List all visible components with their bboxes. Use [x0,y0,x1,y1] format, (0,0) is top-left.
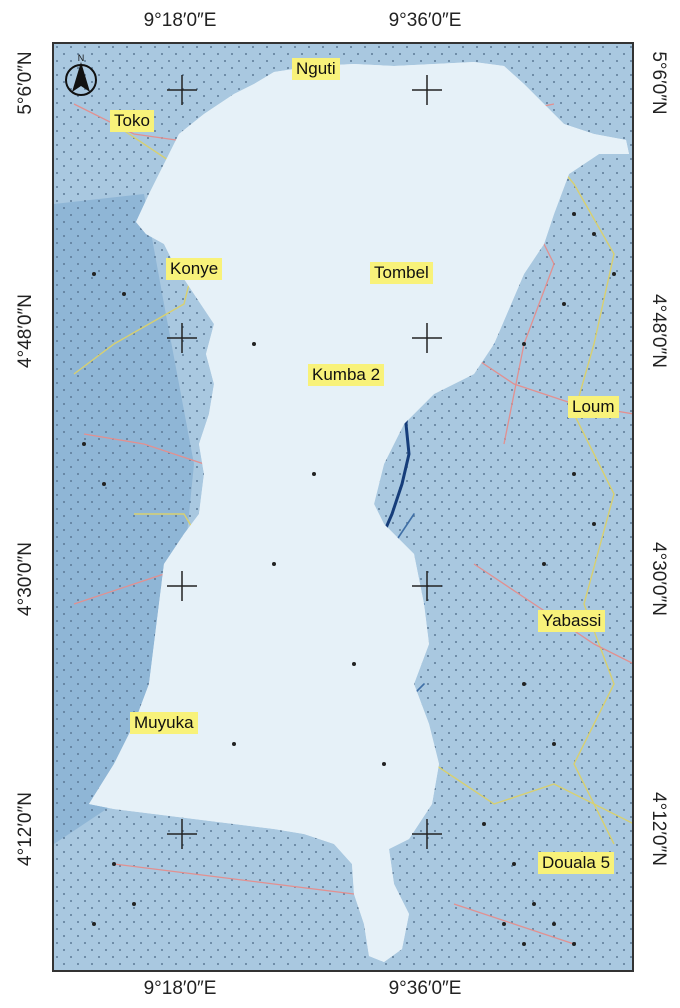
label-konye: Konye [166,258,223,280]
right-lat-label-2: 4°48′0″N [648,294,669,368]
map-frame: N Nguti Toko Konye Tombel Kumba 2 Loum Y… [52,42,634,972]
bottom-lon-label-1: 9°18′0″E [143,978,217,999]
top-lon-label-1: 9°18′0″E [143,10,217,31]
label-nguti: Nguti [292,58,340,80]
left-lat-label-3: 4°30′0″N [15,542,36,616]
label-tombel: Tombel [370,262,433,284]
top-lon-label-2: 9°36′0″E [388,10,462,31]
label-douala5: Douala 5 [538,852,615,874]
label-muyuka: Muyuka [130,712,198,734]
right-lat-label-1: 5°6′0″N [648,51,669,115]
north-arrow-letter: N [78,53,85,63]
left-lat-label-1: 5°6′0″N [15,51,36,115]
graticule-crosses [167,75,442,849]
right-lat-label-3: 4°30′0″N [648,542,669,616]
right-lat-label-4: 4°12′0″N [648,792,669,866]
left-lat-label-2: 4°48′0″N [15,294,36,368]
settlement-points [82,212,616,946]
left-lat-label-4: 4°12′0″N [15,792,36,866]
basin-map [54,44,632,970]
label-yabassi: Yabassi [538,610,606,632]
label-kumba2: Kumba 2 [308,364,385,386]
bottom-lon-label-2: 9°36′0″E [388,978,462,999]
label-loum: Loum [568,396,619,418]
label-toko: Toko [110,110,154,132]
